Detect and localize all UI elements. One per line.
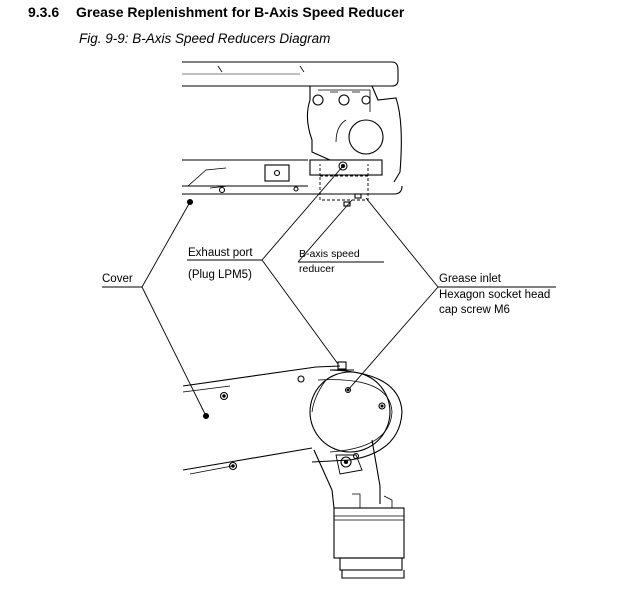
grease-inlet-label: Grease inlet [439, 273, 502, 285]
top-view-arm [182, 61, 403, 207]
b-axis-label-line1: B-axis speed [299, 248, 360, 260]
leader-lines [102, 165, 556, 417]
hex-screw-label-line2: cap screw M6 [439, 304, 510, 316]
cover-label: Cover [102, 273, 133, 285]
hex-screw-label-line1: Hexagon socket head [439, 289, 551, 301]
b-axis-label-line2: reducer [299, 263, 335, 275]
exhaust-port-label: Exhaust port [188, 247, 253, 259]
figure-caption: Fig. 9-9: B-Axis Speed Reducers Diagram [79, 31, 331, 46]
plug-label: (Plug LPM5) [188, 269, 252, 281]
section-number: 9.3.6 [28, 4, 60, 20]
side-view-arm [182, 361, 405, 579]
section-title: Grease Replenishment for B-Axis Speed Re… [76, 4, 405, 20]
